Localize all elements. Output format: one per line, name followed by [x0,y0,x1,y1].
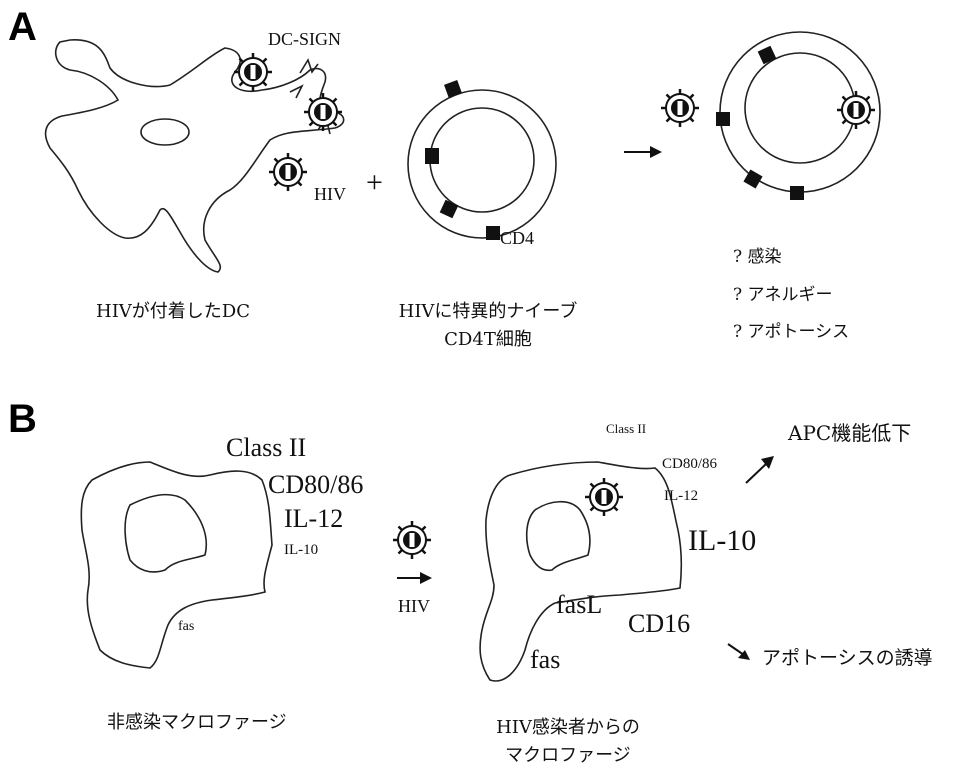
dendritic-cell [46,40,344,272]
arrow-label-hiv: HIV [398,596,430,616]
left-cd80: CD80/86 [268,470,363,499]
right-il10: IL-10 [688,524,756,557]
left-il10: IL-10 [284,542,318,558]
dc-sign-receptor [290,86,302,98]
right-class2: Class II [606,421,646,436]
outcome-apoptosis: ? アポトーシス [733,322,849,342]
hiv-virion [269,153,307,191]
outcome-anergy: ? アネルギー [733,285,833,305]
label-apoptosis: アポトーシスの誘導 [762,647,933,669]
macrophage-infected-nucleus [527,502,590,571]
right-cd16: CD16 [628,609,690,638]
hiv-virion [234,53,272,91]
hiv-virion [304,93,342,131]
label-apc: APC機能低下 [787,421,911,445]
left-fas: fas [178,619,194,634]
caption-infected-1: HIV感染者からの [496,717,640,738]
caption-tcell-1: HIVに特異的ナイーブ [399,300,578,322]
cd4-receptors-infected [716,46,804,200]
label-hiv: HIV [314,184,346,204]
outcome-infection: ? 感染 [733,247,782,267]
t-cell-infected-inner [745,53,855,163]
plus-sign: + [366,166,383,199]
caption-tcell-2: CD4T細胞 [444,329,532,350]
macrophage-nucleus [125,495,206,572]
panel-label-a: A [8,5,37,49]
right-fas: fas [530,645,560,674]
macrophage-infected [480,462,681,681]
hiv-virion [585,478,623,516]
arrow-apc [746,464,766,483]
label-dc-sign: DC-SIGN [268,29,341,49]
label-cd4: CD4 [500,228,534,248]
caption-infected-2: マクロファージ [505,745,631,766]
t-cell-inner [430,108,534,212]
macrophage-uninfected [81,462,272,668]
right-fasl: fasL [556,590,602,619]
cd4-receptors [425,80,500,240]
hiv-virion [837,91,875,129]
hiv-virion [393,521,431,559]
left-il12: IL-12 [284,504,343,533]
right-il12: IL-12 [664,488,698,504]
caption-dc: HIVが付着したDC [96,301,250,322]
left-class2: Class II [226,433,306,462]
dc-nucleus [141,119,189,145]
arrow-apoptosis [728,644,744,655]
right-cd80: CD80/86 [662,456,718,472]
panel-label-b: B [8,397,37,441]
caption-uninfected: 非感染マクロファージ [107,712,287,733]
hiv-virion [661,89,699,127]
